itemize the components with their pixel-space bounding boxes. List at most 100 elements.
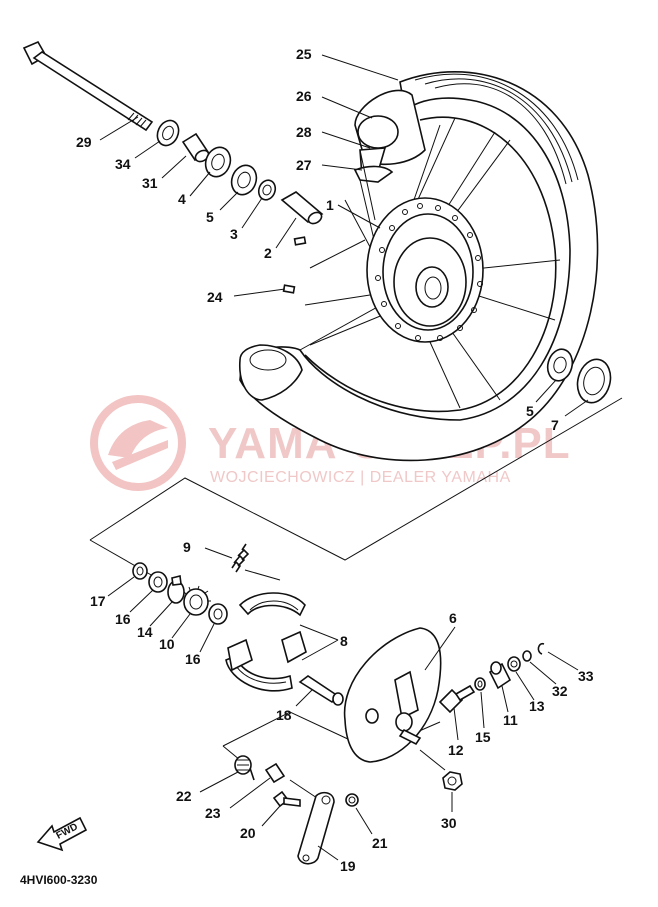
bearing-4 <box>204 146 232 178</box>
part-20 <box>272 790 301 808</box>
callout-24: 24 <box>207 289 223 305</box>
callout-9: 9 <box>183 539 191 555</box>
part-21 <box>345 793 359 807</box>
part-12 <box>438 684 476 714</box>
part-23 <box>264 762 286 784</box>
part-18 <box>298 675 344 706</box>
hole <box>375 275 381 281</box>
callout-29: 29 <box>76 134 92 150</box>
callout-20: 20 <box>240 825 256 841</box>
part-32 <box>522 650 532 662</box>
part-16a <box>148 571 168 593</box>
part-14 <box>167 575 185 604</box>
brake-panel <box>343 627 442 763</box>
hole <box>379 247 385 253</box>
callout-16-b: 16 <box>185 651 201 667</box>
frame-outline <box>244 569 281 581</box>
spring-22-coil <box>237 759 249 771</box>
part-30 <box>442 771 463 791</box>
leader <box>547 651 579 671</box>
callout-10: 10 <box>159 636 175 652</box>
hole <box>477 281 483 287</box>
tire-section <box>239 344 303 401</box>
leader <box>275 217 297 249</box>
axle-part-29 <box>22 40 154 132</box>
spacer-31-end <box>194 149 210 163</box>
nut-21-inner <box>348 796 356 804</box>
leader <box>199 771 239 793</box>
callout-23: 23 <box>205 805 221 821</box>
brake-shoe-lining-lower <box>235 665 287 684</box>
hole <box>395 323 401 329</box>
callout-3: 3 <box>230 226 238 242</box>
hub <box>366 197 484 343</box>
bolt-20-shaft <box>283 797 301 807</box>
gear-10 <box>183 588 209 616</box>
callout-4: 4 <box>178 191 186 207</box>
brake-shoe-web <box>227 638 253 672</box>
collar-34-inner <box>162 125 174 141</box>
gear-12-shaft <box>454 684 476 702</box>
callout-16-a: 16 <box>115 611 131 627</box>
leader <box>161 155 187 179</box>
fwd-arrow: FWD <box>36 816 88 852</box>
part-7 <box>576 358 612 404</box>
hub-spoke-holes <box>375 203 483 341</box>
plate-23 <box>264 762 286 784</box>
leader <box>501 685 509 713</box>
hole <box>417 203 423 209</box>
leader <box>535 379 557 403</box>
seal-7 <box>576 358 612 404</box>
leader-lines <box>99 54 589 861</box>
bearing-5b-inner <box>553 356 567 374</box>
callout-28: 28 <box>296 124 312 140</box>
hole <box>389 225 395 231</box>
leader <box>453 707 459 741</box>
frame-outline <box>419 749 446 771</box>
leader <box>317 845 339 861</box>
hole <box>452 215 458 221</box>
callout-11: 11 <box>503 712 518 728</box>
gear-10-teeth <box>183 585 211 602</box>
part-5-upper <box>230 164 258 196</box>
watermark-logo <box>90 395 186 491</box>
washer-16b-inner <box>213 608 223 620</box>
callout-18: 18 <box>276 707 292 723</box>
callout-22: 22 <box>176 788 192 804</box>
spoke-nipples <box>282 236 307 294</box>
clip-17-inner <box>136 566 144 576</box>
seal-3-inner <box>262 184 272 196</box>
tire-tread <box>424 78 573 183</box>
leader <box>189 171 211 197</box>
leader <box>219 191 239 211</box>
tire-tread <box>414 73 579 181</box>
callout-21: 21 <box>372 835 388 851</box>
leader <box>149 601 173 627</box>
wheel-assembly <box>239 71 599 462</box>
bearing-5 <box>230 164 258 196</box>
part-5-lower <box>546 348 574 382</box>
leader <box>241 197 263 229</box>
washer-15 <box>474 677 486 691</box>
seal-13 <box>507 656 521 672</box>
fwd-arrow-icon <box>36 816 88 852</box>
brake-arm-19-hole2 <box>302 854 310 862</box>
part-10 <box>183 585 211 616</box>
tire-tread <box>434 83 567 185</box>
nipple <box>293 236 307 246</box>
leader <box>261 805 281 827</box>
axle-shaft <box>32 51 154 132</box>
watermark-logo-mark <box>108 420 168 458</box>
bushing-11-end <box>490 661 502 675</box>
watermark-subtitle: WOJCIECHOWICZ | DEALER YAMAHA <box>210 469 511 486</box>
callout-5-upper: 5 <box>206 209 214 225</box>
hole <box>415 335 421 341</box>
part-3 <box>257 179 277 201</box>
clip-17 <box>132 562 148 580</box>
bearing-4-inner <box>211 153 225 171</box>
part-17 <box>132 562 148 580</box>
washer-32 <box>522 650 532 662</box>
spoke <box>309 239 366 269</box>
callout-14: 14 <box>137 624 153 640</box>
